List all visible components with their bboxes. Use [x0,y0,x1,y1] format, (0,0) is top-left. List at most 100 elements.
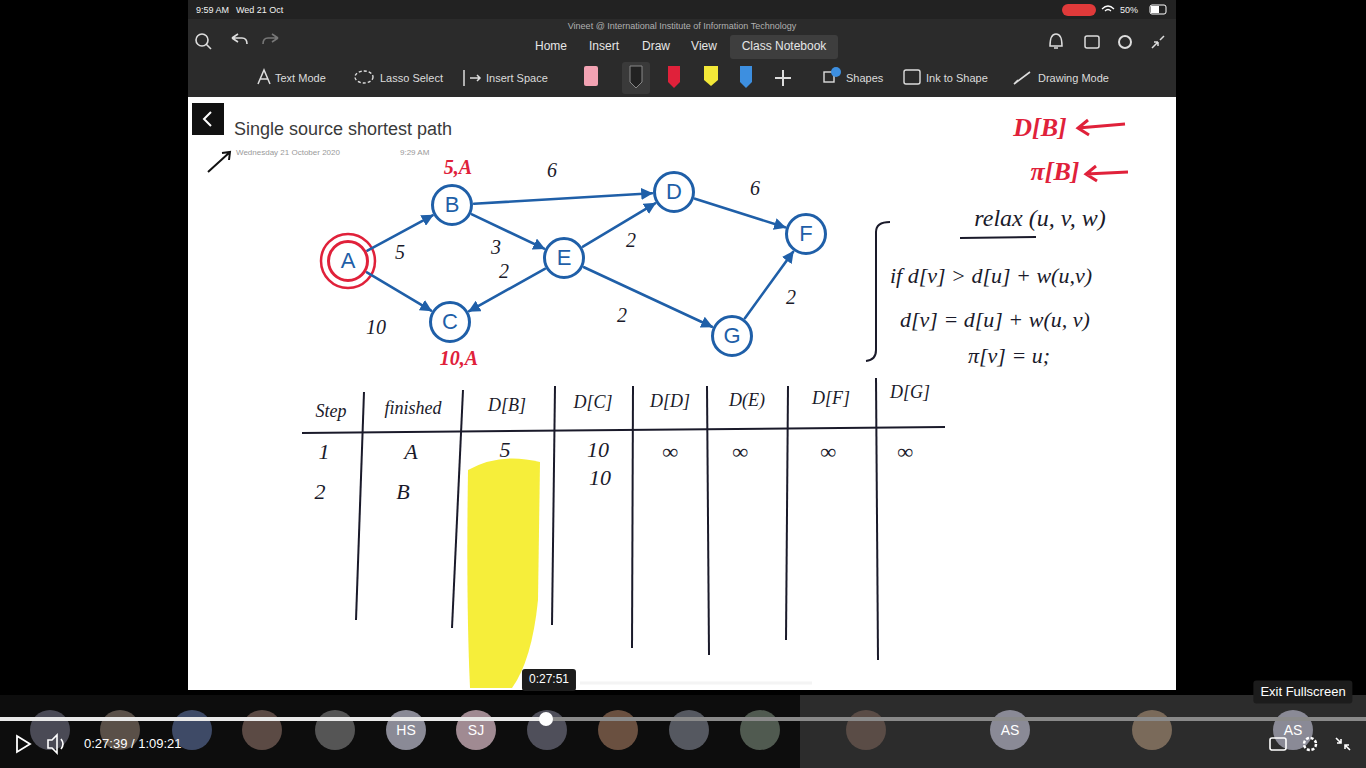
distance-note: 5,A [444,156,472,179]
weighted-arrow [472,214,544,248]
graph-vertex: B [431,184,473,226]
edge-weight: 3 [489,236,503,259]
participant-strip [0,695,1366,768]
app-bar [188,0,1176,97]
avatar [740,710,780,750]
table-column-rule [707,386,709,655]
blue-pen [740,66,752,88]
play-icon [17,736,30,752]
seek-tooltip: 0:27:51 [522,669,576,691]
vertex-label: G [723,325,740,347]
table-header: D[D] [650,391,690,412]
table-cell: ∞ [732,439,748,464]
active-tab [730,35,838,59]
weighted-arrow [695,199,785,228]
eraser-tool [584,66,598,86]
weighted-arrow [474,193,652,203]
shapes-icon-dot [831,67,841,77]
table-cell: 2 [315,479,326,504]
ink-to-shape-icon [904,70,920,84]
graph-vertex: A [327,240,369,282]
progress-track [0,717,1366,721]
table-cell: A [404,439,417,464]
tool-label: Shapes [846,72,883,85]
share-icon [1085,36,1099,48]
page-date: Wednesday 21 October 2020 [236,148,340,157]
search-handle [206,44,211,49]
yellow-highlighter [704,66,718,86]
graph-vertex: C [429,301,471,343]
undo-icon [232,34,247,44]
settings-gear [1304,738,1316,750]
participant-panel [800,695,1366,768]
status-time: 9:59 AM [196,5,229,15]
avatar [598,710,638,750]
tool-label: Drawing Mode [1038,72,1109,85]
edge-weight: 2 [784,286,798,309]
bracket [866,222,890,361]
avatar-initials: AS [1001,722,1020,738]
table-cell: ∞ [662,439,678,464]
status-date: Wed 21 Oct [236,5,283,15]
edge-weight: 2 [497,260,511,283]
graph-vertex: E [543,237,585,279]
battery-percent: 50% [1120,5,1138,15]
avatar [242,710,282,750]
page-time: 9:29 AM [400,148,429,157]
bell-icon [1050,34,1062,48]
table-column-rule [552,386,555,625]
edge-weight: 5 [393,241,407,264]
table-cell: 1 [319,439,330,464]
add-pen-icon [775,70,791,86]
ink-heading: relax (u, v, w) [974,205,1105,233]
table-header: D[G] [890,382,930,403]
avatar [386,710,426,750]
vertex-label: D [666,181,682,203]
table-header: D[F] [812,388,850,409]
redo-icon [263,34,278,44]
ribbon-tab: Insert [589,40,619,54]
exit-fullscreen-icon [1336,738,1350,750]
graph-vertex: G [711,315,753,357]
edge-weight: 6 [748,177,762,200]
avatar [1132,710,1172,750]
table-cell: 5 [500,437,511,462]
avatar [1273,710,1313,750]
red-pen [668,66,680,88]
progress-played [0,717,546,721]
edge-weight: 6 [545,159,559,182]
text-mode-icon [258,70,270,84]
edge-weight: 2 [624,229,638,252]
highlight [467,458,540,688]
weighted-arrow [367,272,431,310]
table-column-rule [876,378,878,660]
scrub-preview [580,682,812,685]
avatar-initials: SJ [468,722,484,738]
wifi-icon [1102,6,1114,11]
avatar [30,710,70,750]
tool-label: Insert Space [486,72,548,85]
window-caption: Vineet @ International Institute of Info… [568,21,796,31]
tool-label: Ink to Shape [926,72,988,85]
battery-level [1151,6,1159,13]
ink-note: D[B] [1013,113,1066,143]
red-arrow [1078,120,1125,135]
black-pen [630,66,642,88]
pseudocode-line: if d[v] > d[u] + w(u,v) [890,263,1092,288]
avatar [315,710,355,750]
table-column-rule [786,386,788,640]
table-header-rule [302,427,945,433]
participant-avatars [30,710,1313,750]
battery-icon [1150,5,1166,14]
table-column-rule [356,392,364,620]
table-header: D(E) [729,390,765,411]
settings-icon [1119,36,1131,48]
red-arrow [1086,166,1128,181]
table-cell: B [396,479,409,504]
avatar [456,710,496,750]
vertex-label: B [445,194,460,216]
edge-weight: 10 [364,316,388,339]
insert-space-icon [464,70,480,86]
